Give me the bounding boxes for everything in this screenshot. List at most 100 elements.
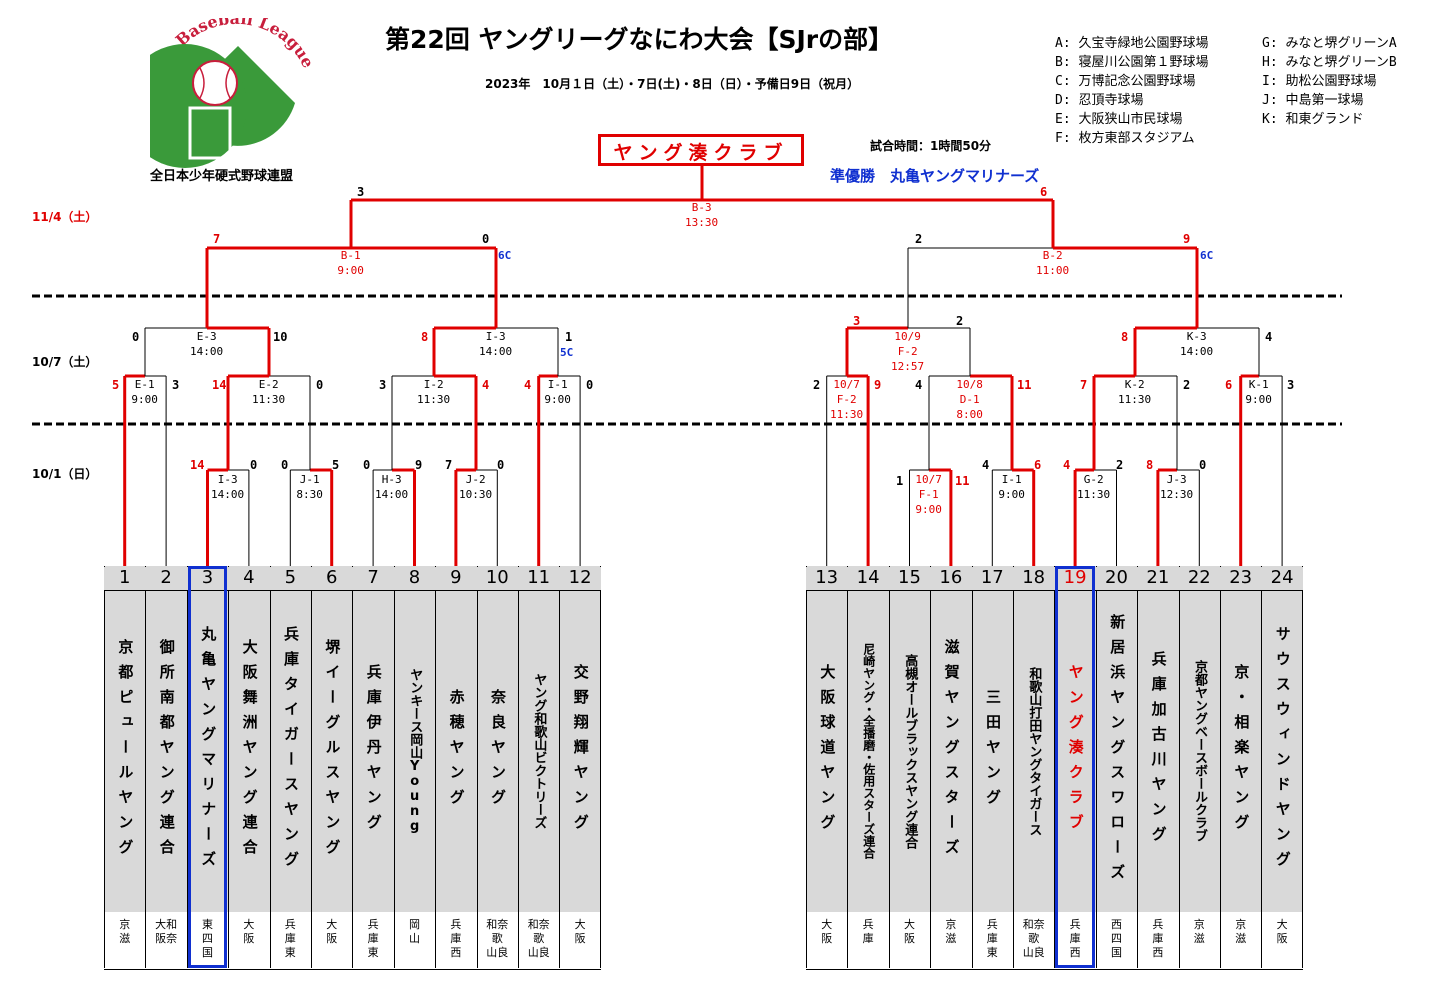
team-column <box>1095 566 1138 968</box>
team-name: 尼崎ヤング・全播磨・佐用スターズ連合 <box>861 643 876 859</box>
game-time: 8:30 <box>296 488 323 501</box>
team-column <box>145 566 187 968</box>
team-number: 22 <box>1178 567 1220 591</box>
game-time: 11:30 <box>1118 393 1152 406</box>
score: 0 <box>363 458 371 472</box>
score: 3 <box>853 314 861 328</box>
game-code: J-3 <box>1166 473 1187 486</box>
team-name: 京・相楽ヤング <box>1232 663 1251 839</box>
score: 8 <box>1146 458 1154 472</box>
team-region: 大 阪 <box>574 918 586 945</box>
score: 11 <box>955 474 970 488</box>
game-time: 試合時間：1時間50分 <box>870 139 992 153</box>
team-region: 京 滋 <box>1193 918 1205 945</box>
game-time: 8:00 <box>956 408 983 421</box>
score: 14 <box>190 458 205 472</box>
team-column <box>930 566 972 968</box>
date-label-oct1: 10/1（日） <box>32 467 98 481</box>
game-code: E-2 <box>258 378 279 391</box>
team-number: 19 <box>1054 567 1096 591</box>
team-column <box>435 566 477 968</box>
note: 6C <box>1200 249 1214 262</box>
team-region: 兵 庫 西 <box>450 918 462 959</box>
score: 4 <box>524 378 532 392</box>
game-time: 11:30 <box>830 408 864 421</box>
team-number: 1 <box>104 567 146 591</box>
team-number: 11 <box>518 567 560 591</box>
team-number: 15 <box>888 567 931 591</box>
note: 5C <box>560 346 574 359</box>
score: 3 <box>379 378 387 392</box>
team-column <box>1137 566 1179 968</box>
venue-item: H: みなと堺グリーンB <box>1262 55 1397 70</box>
team-region: 和奈 歌 山良 <box>486 918 509 959</box>
score: 0 <box>281 458 289 472</box>
team-region: 兵 庫 東 <box>284 918 296 959</box>
team-name: 赤穂ヤング <box>447 688 466 814</box>
score: 5 <box>332 458 340 472</box>
score: 2 <box>813 378 821 392</box>
venue-item: C: 万博記念公園野球場 <box>1055 74 1196 89</box>
team-column <box>888 566 931 968</box>
venue-item: D: 忍頂寺球場 <box>1055 93 1144 108</box>
game-code: D-1 <box>959 393 980 406</box>
game-code: F-2 <box>836 393 857 406</box>
game-time: 9:00 <box>337 264 364 277</box>
game-code: K-3 <box>1186 330 1207 343</box>
score: 0 <box>316 378 324 392</box>
score: 7 <box>445 458 453 472</box>
game-time: 9:00 <box>1245 393 1272 406</box>
team-column <box>311 566 353 968</box>
game-time: 10:30 <box>459 488 493 501</box>
game-code: I-3 <box>217 473 238 486</box>
venue-list-right: G: みなと堺グリーンA H: みなと堺グリーンB I: 助松公園野球場 J: … <box>1262 32 1397 127</box>
team-region: 和奈 歌 山良 <box>1022 918 1045 959</box>
team-name: 大阪球道ヤング <box>818 663 837 839</box>
team-region: 兵 庫 西 <box>1069 918 1081 959</box>
team-number: 23 <box>1220 567 1262 591</box>
team-number: 20 <box>1095 567 1138 591</box>
venue-item: G: みなと堺グリーンA <box>1262 36 1397 51</box>
team-name: 御所南都ヤング連合 <box>157 638 176 864</box>
team-name: 京都ピュールヤング <box>116 638 135 864</box>
team-column <box>1220 566 1262 968</box>
team-region: 和奈 歌 山良 <box>527 918 550 959</box>
team-number: 18 <box>1013 567 1055 591</box>
game-time: 14:00 <box>1180 345 1214 358</box>
org-name: 全日本少年硬式野球連盟 <box>150 169 294 184</box>
score: 9 <box>874 378 882 392</box>
date-label-final: 11/4（土） <box>32 210 98 224</box>
team-name: 新居浜ヤングスワローズ <box>1108 613 1127 889</box>
score: 5 <box>112 378 120 392</box>
team-number: 14 <box>847 567 889 591</box>
score: 9 <box>1183 232 1191 246</box>
team-region: 大和 阪奈 <box>155 918 178 945</box>
score: 0 <box>497 458 505 472</box>
team-number: 2 <box>145 567 187 591</box>
score: 8 <box>1121 330 1129 344</box>
team-column <box>228 566 270 968</box>
team-column <box>1054 566 1096 968</box>
team-name: サウスウィンドヤング <box>1273 626 1292 876</box>
team-region: 兵 庫 <box>862 918 874 945</box>
game-code: B-1 <box>340 249 361 262</box>
game-time: 9:00 <box>131 393 158 406</box>
team-number: 7 <box>352 567 394 591</box>
score: 1 <box>565 330 573 344</box>
team-region: 大 阪 <box>821 918 833 945</box>
score: 4 <box>1063 458 1071 472</box>
team-region: 大 阪 <box>1276 918 1288 945</box>
score: 3 <box>1287 378 1295 392</box>
team-column <box>476 566 518 968</box>
game-code: F-1 <box>918 488 939 501</box>
team-region: 西 四 国 <box>1110 918 1122 959</box>
team-region: 兵 庫 東 <box>367 918 379 959</box>
venue-item: E: 大阪狭山市民球場 <box>1055 112 1183 127</box>
team-name: ヤンキース岡山Young <box>407 668 423 834</box>
team-number: 13 <box>806 567 848 591</box>
champion-box: ヤング湊クラブ <box>598 134 804 166</box>
game-time: 12:57 <box>891 360 925 373</box>
score: 3 <box>172 378 180 392</box>
game-time: 13:30 <box>685 216 719 229</box>
team-region: 京 滋 <box>119 918 131 945</box>
